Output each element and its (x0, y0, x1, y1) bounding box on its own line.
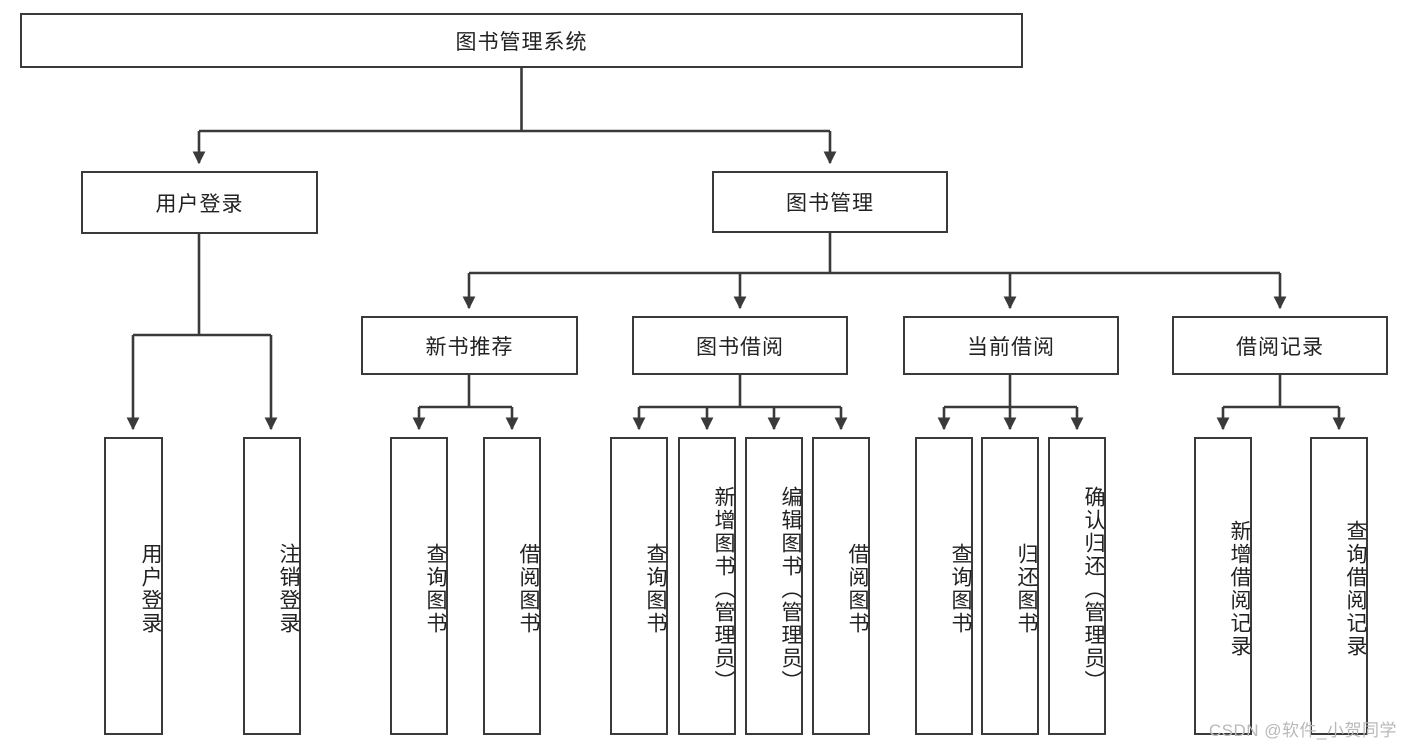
node-leaf-return-book-label: 归还图书 (1015, 543, 1038, 635)
watermark: CSDN @软件_小贺同学 (1208, 721, 1397, 740)
node-leaf-edit-book-label: 编辑图书（管理员） (779, 485, 802, 693)
node-leaf-user-login[interactable]: 用户登录 (104, 437, 163, 735)
node-leaf-edit-book[interactable]: 编辑图书（管理员） (745, 437, 803, 735)
node-leaf-borrow-book-b[interactable]: 借阅图书 (812, 437, 870, 735)
node-new-book-rec-label: 新书推荐 (425, 335, 514, 359)
node-book-borrow-label: 图书借阅 (696, 335, 784, 359)
node-leaf-add-book[interactable]: 新增图书（管理员） (678, 437, 736, 735)
node-leaf-query-book-c-label: 查询图书 (949, 543, 972, 635)
node-borrow-record-label: 借阅记录 (1236, 335, 1324, 359)
node-leaf-borrow-book-rec[interactable]: 借阅图书 (483, 437, 541, 735)
node-leaf-query-book-b[interactable]: 查询图书 (610, 437, 668, 735)
node-current-borrow[interactable]: 当前借阅 (903, 316, 1119, 375)
node-leaf-add-book-label: 新增图书（管理员） (712, 485, 735, 693)
node-leaf-query-record[interactable]: 查询借阅记录 (1310, 437, 1368, 735)
node-leaf-user-login-label: 用户登录 (139, 543, 162, 635)
node-book-borrow[interactable]: 图书借阅 (632, 316, 848, 375)
node-leaf-query-book-rec-label: 查询图书 (424, 543, 447, 635)
node-leaf-query-record-label: 查询借阅记录 (1344, 520, 1367, 658)
node-leaf-logout-label: 注销登录 (277, 543, 300, 635)
node-leaf-query-book-b-label: 查询图书 (644, 543, 667, 635)
node-leaf-query-book-c[interactable]: 查询图书 (915, 437, 973, 735)
node-leaf-logout[interactable]: 注销登录 (243, 437, 301, 735)
node-leaf-borrow-book-rec-label: 借阅图书 (517, 543, 540, 635)
node-user-login-label: 用户登录 (155, 192, 244, 216)
node-borrow-record[interactable]: 借阅记录 (1172, 316, 1388, 375)
node-current-borrow-label: 当前借阅 (967, 335, 1055, 359)
node-new-book-rec[interactable]: 新书推荐 (361, 316, 578, 375)
node-leaf-return-book[interactable]: 归还图书 (981, 437, 1039, 735)
node-user-login[interactable]: 用户登录 (81, 171, 318, 234)
node-leaf-borrow-book-b-label: 借阅图书 (846, 543, 869, 635)
node-leaf-confirm-return[interactable]: 确认归还（管理员） (1048, 437, 1106, 735)
node-leaf-confirm-return-label: 确认归还（管理员） (1082, 485, 1105, 693)
node-root[interactable]: 图书管理系统 (20, 13, 1023, 68)
node-root-label: 图书管理系统 (455, 30, 588, 54)
node-leaf-query-book-rec[interactable]: 查询图书 (390, 437, 448, 735)
node-leaf-add-record[interactable]: 新增借阅记录 (1194, 437, 1252, 735)
node-book-manage[interactable]: 图书管理 (712, 171, 948, 233)
node-book-manage-label: 图书管理 (786, 192, 874, 215)
node-leaf-add-record-label: 新增借阅记录 (1228, 520, 1251, 658)
